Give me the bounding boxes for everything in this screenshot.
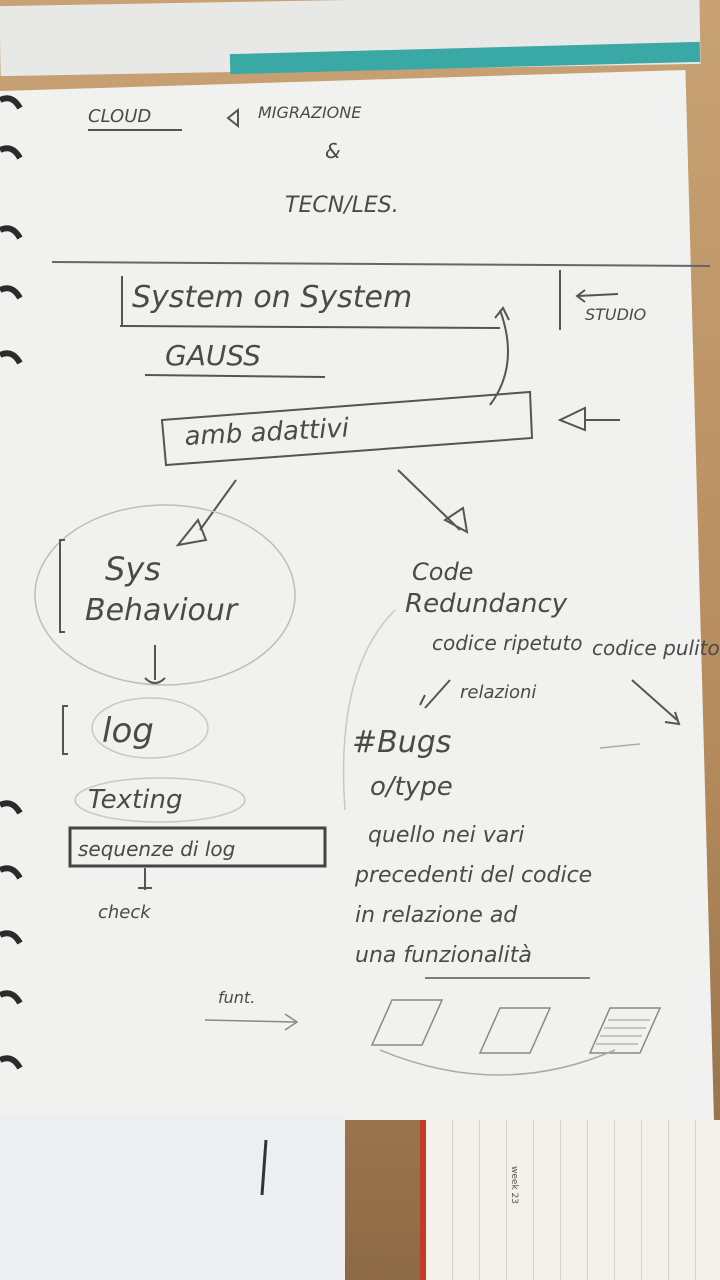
funct-label: funt.	[218, 988, 255, 1007]
behaviour-label: Behaviour	[85, 593, 239, 628]
planner-notebook	[420, 1120, 720, 1280]
sequenze-di-log: sequenze di log	[78, 837, 235, 861]
amb-adattivi: amb adattivi	[184, 413, 351, 452]
spiral-binding	[0, 95, 23, 1070]
studio-label: STUDIO	[585, 305, 646, 324]
check-label: check	[98, 902, 152, 923]
codice-ripetuto: codice ripetuto	[432, 631, 583, 655]
title-migrazione: MIGRAZIONE	[258, 103, 362, 122]
note-line-1: quello nei vari	[368, 823, 524, 848]
lower-paper-sheet	[0, 1115, 345, 1280]
system-of-systems: System on System	[132, 280, 412, 315]
note-line-4: una funzionalità	[355, 943, 532, 968]
notebook-page	[0, 70, 714, 1120]
sys-label: Sys	[105, 550, 161, 588]
code-label: Code	[412, 558, 473, 586]
title-cloud: CLOUD	[88, 106, 151, 127]
gauss-label: GAUSS	[165, 339, 261, 372]
redundancy-label: Redundancy	[405, 589, 568, 619]
note-line-3: in relazione ad	[355, 903, 518, 928]
texting-label: Texting	[88, 785, 182, 815]
note-line-2: precedenti del codice	[354, 863, 592, 888]
log-label: log	[102, 711, 154, 751]
relazioni-label: relazioni	[460, 682, 536, 703]
title-techniques: TECN/LES.	[285, 193, 399, 218]
codice-pulito: codice pulito	[592, 636, 720, 660]
title-and: &	[325, 139, 341, 163]
bugs-label: #Bugs	[352, 725, 451, 760]
oltype-label: o/type	[370, 772, 453, 802]
